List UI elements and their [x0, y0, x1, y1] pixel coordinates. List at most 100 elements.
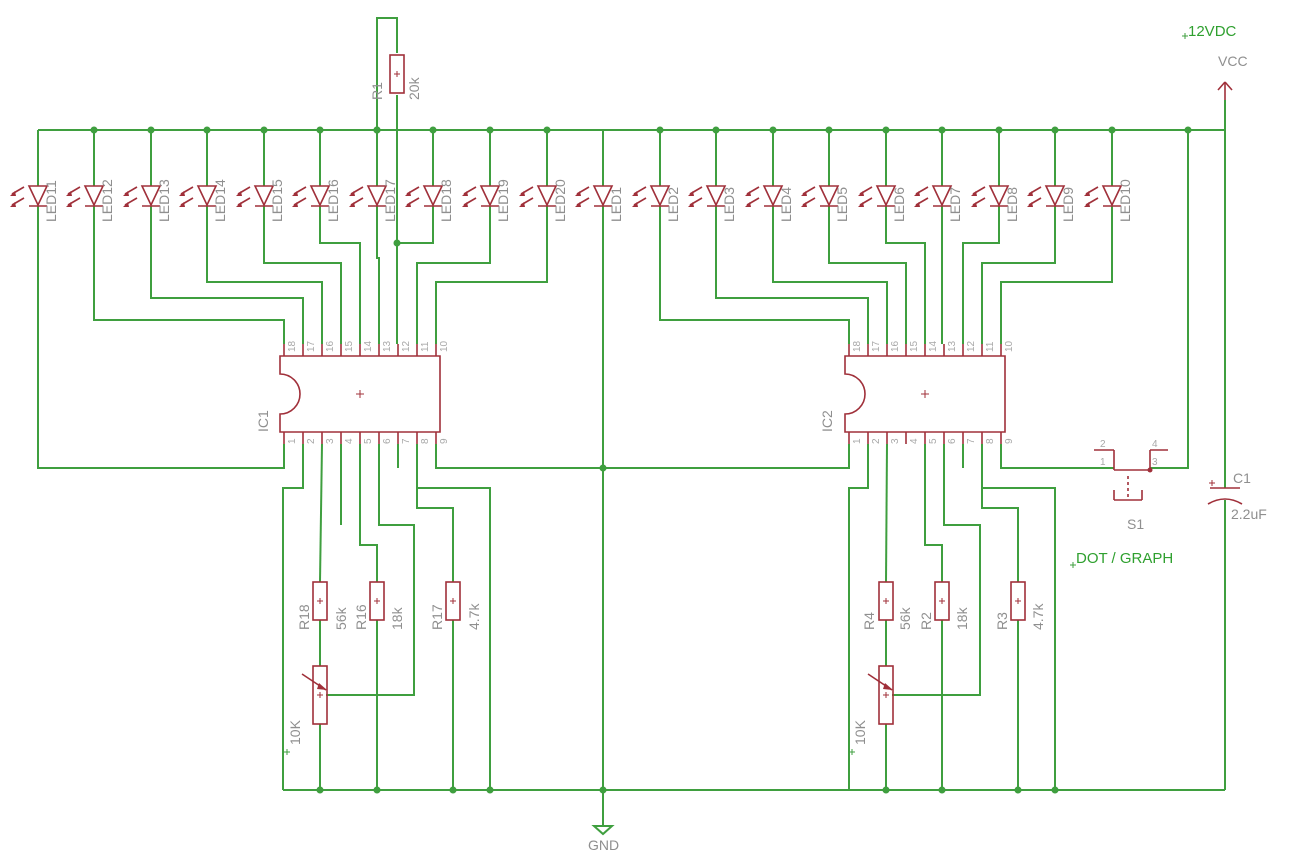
resistor-body: [934, 581, 950, 621]
ic-pin-label-bottom: 9: [439, 438, 450, 444]
led-triangle: [592, 185, 614, 207]
vcc-arrow: [1224, 81, 1233, 91]
wire: [319, 443, 323, 583]
ic-pin-label-top: 15: [909, 340, 920, 352]
vcc-arrow: [1217, 81, 1226, 91]
led-led6: [858, 185, 897, 207]
led-triangle: [1044, 185, 1066, 207]
pot-labels: 10K 10K: [284, 719, 868, 755]
led-arrow-head: [1084, 202, 1090, 207]
led-label: LED18: [438, 179, 454, 222]
switch-pin-1: 1: [1100, 457, 1106, 468]
ic-pin-label-top: 17: [306, 340, 317, 352]
pot1-value: 10K: [287, 719, 303, 745]
wire: [93, 225, 285, 344]
ic-pin-label-bottom: 8: [420, 438, 431, 444]
led-label: LED14: [212, 179, 228, 222]
ic-body: [279, 355, 441, 433]
junction-dot: [316, 786, 324, 794]
r16-name: R16: [353, 604, 369, 630]
junction-dot: [486, 126, 494, 134]
resistor-r2: [934, 581, 950, 621]
ic-pin-label-top: 15: [344, 340, 355, 352]
led-arrow-head: [858, 202, 864, 207]
ic-pin-label-bottom: 2: [871, 438, 882, 444]
led-led4: [745, 185, 784, 207]
led-arrow-head: [575, 191, 581, 196]
led-led7: [914, 185, 953, 207]
ic-pin-label-bottom: 6: [382, 438, 393, 444]
wire: [319, 225, 361, 344]
resistor-r16: [369, 581, 385, 621]
led-led10: [1084, 185, 1123, 207]
led-triangle: [705, 185, 727, 207]
led-arrow-head: [632, 202, 638, 207]
junction-dot: [825, 126, 833, 134]
led-arrow-head: [462, 191, 468, 196]
led-label: LED8: [1004, 187, 1020, 222]
led-arrow-head: [462, 202, 468, 207]
led-label: LED2: [665, 187, 681, 222]
ic-labels: IC1 IC2: [255, 410, 835, 432]
resistor-r17: [445, 581, 461, 621]
led-arrow-head: [179, 202, 185, 207]
ic-pin-label-bottom: 5: [363, 438, 374, 444]
resistor-labels: R1 20k R18 56k R16 18k R17 4.7k R4 56k R…: [296, 76, 1046, 630]
r2-value: 18k: [954, 606, 970, 630]
led-label: LED15: [269, 179, 285, 222]
led-led1: [575, 185, 614, 207]
r16-value: 18k: [389, 606, 405, 630]
wire: [1000, 444, 1114, 469]
r2-name: R2: [918, 612, 934, 630]
led-label: LED13: [156, 179, 172, 222]
wire: [150, 225, 304, 344]
led-arrow-head: [519, 191, 525, 196]
led-arrow-head: [405, 191, 411, 196]
wire: [885, 443, 888, 583]
led-arrow-head: [1027, 202, 1033, 207]
led-triangle: [988, 185, 1010, 207]
resistor-r4: [878, 581, 894, 621]
junction-dot: [393, 239, 401, 247]
pot-wiper-head: [317, 683, 327, 690]
led-triangle: [196, 185, 218, 207]
led-label: LED20: [552, 179, 568, 222]
ic-pin-label-top: 13: [947, 340, 958, 352]
led-triangle: [83, 185, 105, 207]
switch-pivot: [1147, 467, 1153, 473]
led-arrow-head: [858, 191, 864, 196]
led-triangle: [309, 185, 331, 207]
led-arrow-head: [10, 191, 16, 196]
ic-pin-label-bottom: 5: [928, 438, 939, 444]
junction-dot: [1014, 786, 1022, 794]
ic-body: [844, 355, 1006, 433]
r18-value: 56k: [333, 606, 349, 630]
led-led13: [123, 185, 162, 207]
wire: [1000, 225, 1113, 344]
led-label: LED11: [43, 180, 59, 222]
vcc-label: VCC: [1218, 53, 1248, 69]
wire: [263, 225, 342, 344]
ic-pin-label-bottom: 6: [947, 438, 958, 444]
wire: [359, 444, 378, 582]
junction-dot: [543, 126, 551, 134]
ic-pin-label-bottom: 3: [890, 438, 901, 444]
led-arrow-head: [349, 202, 355, 207]
wire: [981, 225, 1056, 344]
wire: [376, 17, 398, 130]
led-arrow-head: [914, 191, 920, 196]
r4-name: R4: [861, 612, 877, 630]
led-arrow-head: [971, 191, 977, 196]
led-triangle: [931, 185, 953, 207]
resistor-r1: [389, 54, 405, 94]
ic-pin-label-top: 12: [401, 340, 412, 352]
junction-dot: [147, 126, 155, 134]
junction-dot: [373, 786, 381, 794]
led-led2: [632, 185, 671, 207]
wire: [659, 225, 850, 344]
led-label: LED3: [721, 187, 737, 222]
ic-pin-label-bottom: 3: [325, 438, 336, 444]
led-led18: [405, 185, 444, 207]
ic-pin-label-top: 17: [871, 340, 882, 352]
